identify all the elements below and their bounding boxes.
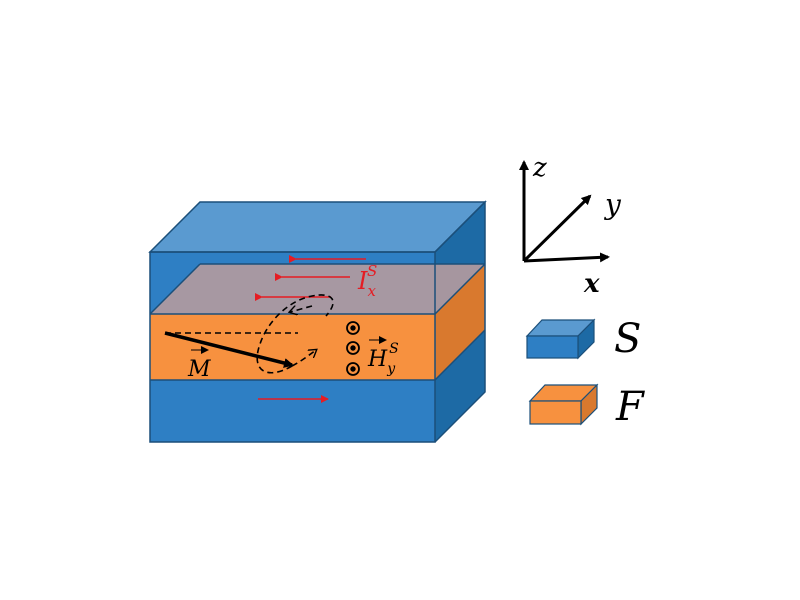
- circle-dot-icon: [346, 341, 360, 355]
- field-out-symbols: [346, 321, 360, 376]
- svg-text:S: S: [614, 316, 641, 362]
- svg-text:HyS: HyS: [367, 341, 399, 377]
- svg-text:F: F: [615, 384, 645, 430]
- f-front-overlay: [150, 314, 435, 380]
- bottom-s-front-face: [150, 380, 435, 442]
- f-side-face: [435, 264, 485, 380]
- legend-item-s: S: [525, 316, 641, 362]
- svg-text:M: M: [187, 357, 211, 382]
- magnetization-vector: [164, 331, 294, 368]
- bottom-s-layer: [150, 330, 485, 442]
- top-s-top-face: [150, 202, 485, 252]
- coordinate-axes: [519, 160, 610, 263]
- x-axis: [523, 252, 610, 263]
- precession-loop: [256, 294, 334, 374]
- block-outlines: [148, 200, 487, 443]
- supercurrent-arrows: [255, 255, 366, 403]
- precession-arrow-lower: [291, 350, 316, 367]
- y-axis: [522, 194, 592, 263]
- precession-path: [165, 294, 334, 374]
- precession-arrow-upper: [290, 305, 313, 312]
- y-axis-label: y: [603, 188, 622, 221]
- x-axis-label: x: [583, 269, 600, 299]
- legend: S F: [525, 316, 645, 430]
- bottom-s-side-face: [435, 330, 485, 442]
- f-top-interface-face: [150, 264, 485, 314]
- magnetization-label: M: [187, 346, 211, 382]
- z-axis-label: z: [532, 153, 547, 183]
- field-label: HyS: [367, 336, 399, 377]
- circle-dot-icon: [346, 321, 360, 335]
- circle-dot-icon: [346, 362, 360, 376]
- current-label: IxS: [357, 262, 377, 300]
- legend-item-f: F: [528, 383, 645, 430]
